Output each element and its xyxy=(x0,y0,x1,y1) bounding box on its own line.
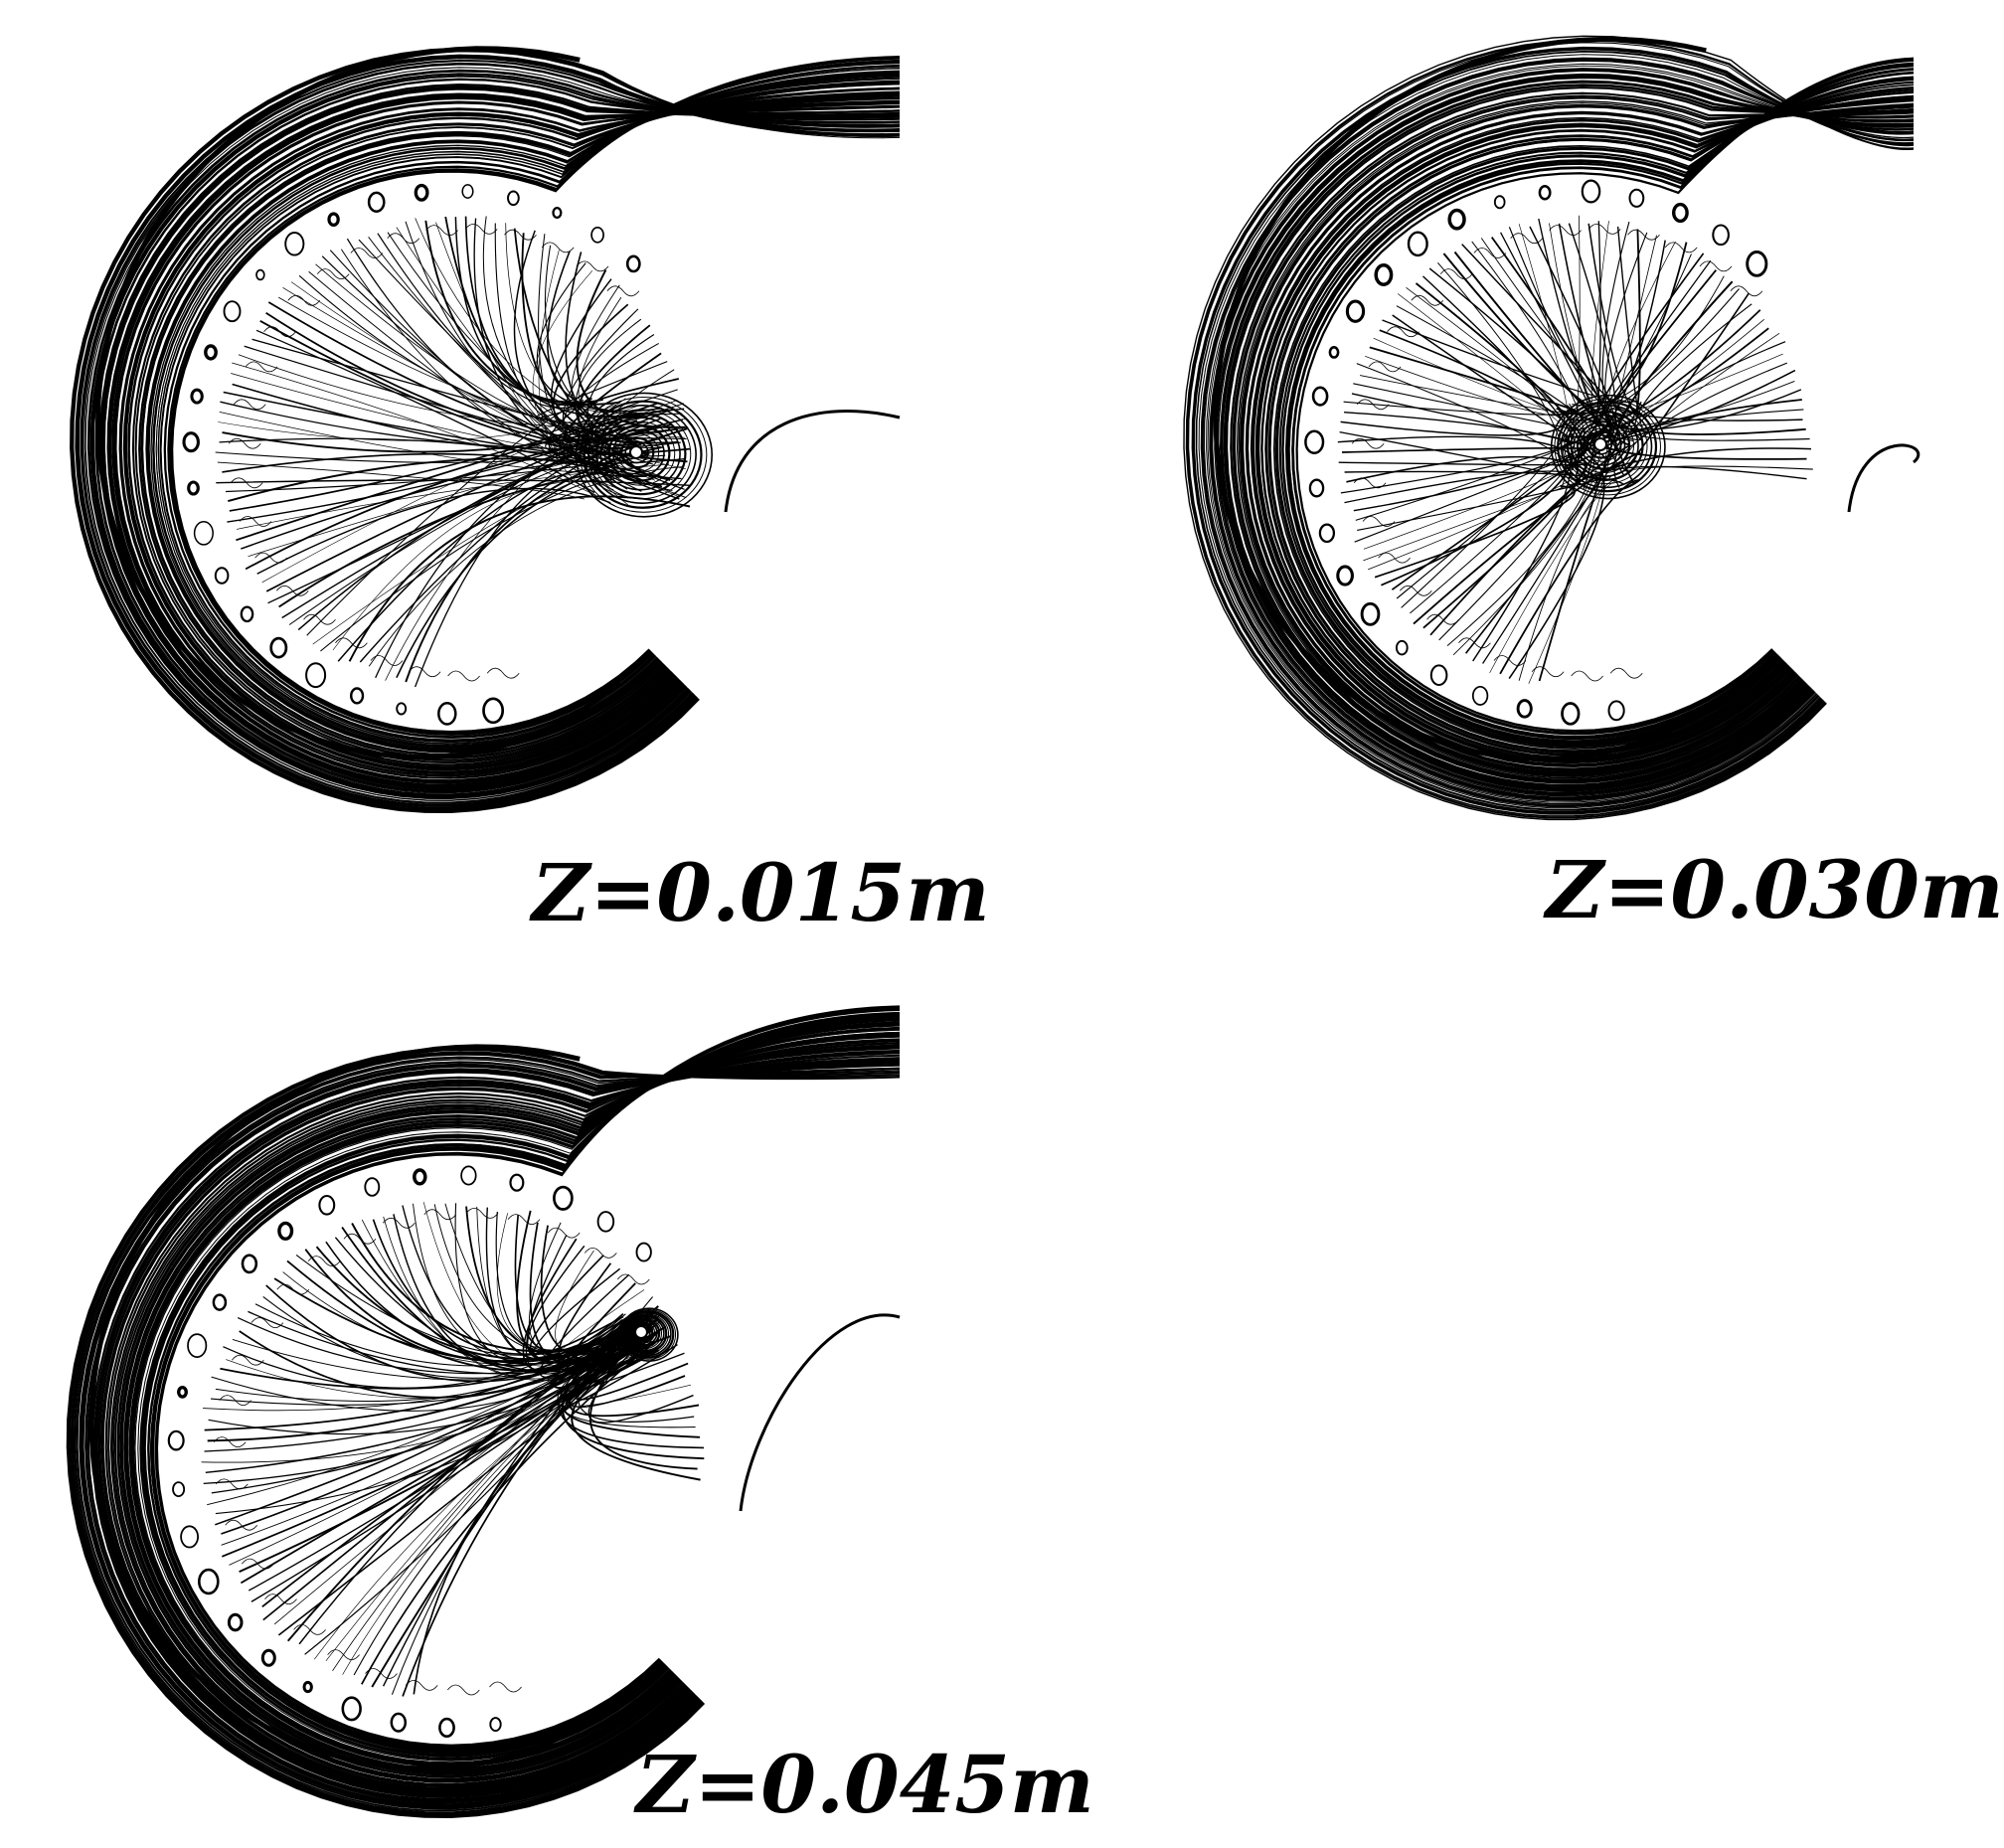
vortex-core xyxy=(1550,394,1666,500)
streamline-plot xyxy=(1183,35,1920,821)
streamline-panel-z-0015 xyxy=(0,0,915,924)
vortex-core xyxy=(618,1307,679,1362)
impeller-streamlines xyxy=(201,1202,705,1697)
impeller-streamlines xyxy=(1337,215,1813,684)
z-position-label: Z=0.015m xyxy=(532,846,990,939)
blade-vortices xyxy=(182,183,641,726)
streamline-panel-z-0030 xyxy=(994,0,1923,924)
streamline-panel-z-0045 xyxy=(0,954,1004,1848)
z-position-label: Z=0.030m xyxy=(1546,843,2004,936)
volute-outer-band xyxy=(70,46,901,814)
volute-outer-band xyxy=(1183,35,1920,821)
streamline-plot xyxy=(66,1005,901,1818)
blade-vortices xyxy=(1304,179,1768,726)
blade-vortices xyxy=(167,1165,652,1739)
z-position-label: Z=0.045m xyxy=(636,1738,1094,1831)
vortex-core xyxy=(575,392,713,518)
volute-outer-band xyxy=(66,1005,901,1818)
streamline-plot xyxy=(70,46,901,814)
